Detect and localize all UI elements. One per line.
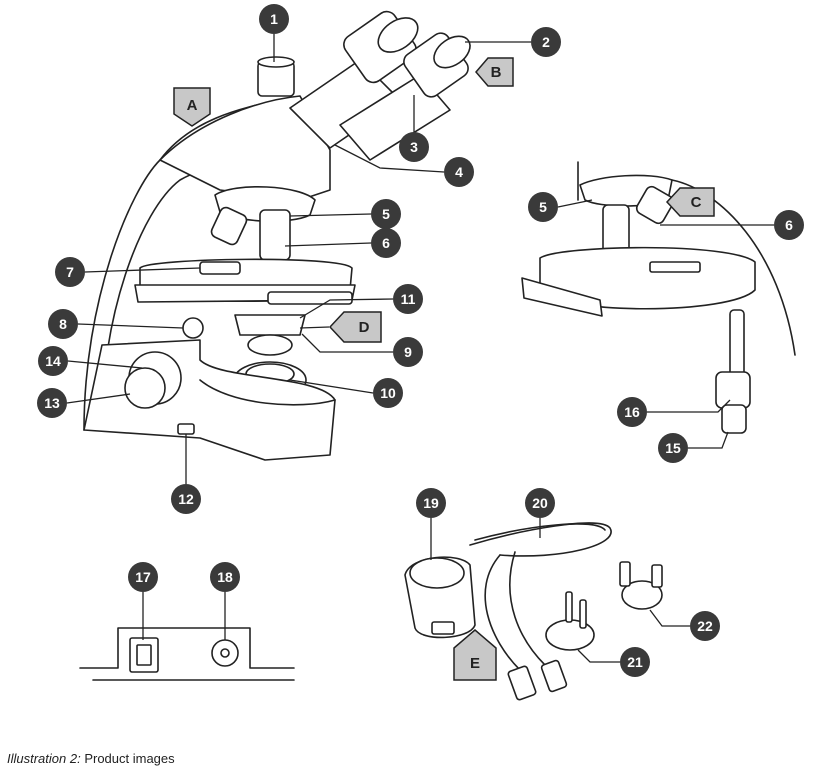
svg-text:20: 20 xyxy=(532,495,548,511)
callout-17: 17 xyxy=(128,562,158,592)
callout-1: 1 xyxy=(259,4,289,34)
svg-text:17: 17 xyxy=(135,569,151,585)
svg-text:13: 13 xyxy=(44,395,60,411)
svg-text:4: 4 xyxy=(455,164,463,180)
svg-text:5: 5 xyxy=(382,206,390,222)
svg-text:14: 14 xyxy=(45,353,61,369)
callout-15: 15 xyxy=(658,433,688,463)
callout-18: 18 xyxy=(210,562,240,592)
callout-5: 5 xyxy=(371,199,401,229)
callout-16: 16 xyxy=(617,397,647,427)
svg-text:6: 6 xyxy=(785,217,793,233)
svg-text:11: 11 xyxy=(401,291,416,307)
callout-11: 11 xyxy=(393,284,423,314)
svg-text:3: 3 xyxy=(410,139,418,155)
svg-text:E: E xyxy=(470,655,480,672)
callout-14: 14 xyxy=(38,346,68,376)
callout-22: 22 xyxy=(690,611,720,641)
callout-5-detail: 5 xyxy=(528,192,558,222)
callout-2: 2 xyxy=(531,27,561,57)
svg-text:22: 22 xyxy=(697,618,713,634)
svg-text:10: 10 xyxy=(380,385,396,401)
svg-text:19: 19 xyxy=(423,495,439,511)
callout-6-detail: 6 xyxy=(774,210,804,240)
svg-text:8: 8 xyxy=(59,316,67,332)
svg-text:12: 12 xyxy=(178,491,194,507)
leader-lines xyxy=(66,34,774,663)
svg-text:9: 9 xyxy=(404,344,412,360)
svg-text:18: 18 xyxy=(217,569,233,585)
letter-tags: A B C D E xyxy=(173,57,715,681)
callout-8: 8 xyxy=(48,309,78,339)
numbered-callouts: 1 2 3 4 5 6 7 8 9 10 11 12 13 14 5 6 15 … xyxy=(37,4,804,677)
caption-label: Illustration 2: xyxy=(7,751,81,766)
svg-text:7: 7 xyxy=(66,264,74,280)
power-supply-drawing xyxy=(404,522,663,701)
tag-d: D xyxy=(328,311,382,343)
caption-text: Product images xyxy=(80,751,175,766)
callout-20: 20 xyxy=(525,488,555,518)
callout-7: 7 xyxy=(55,257,85,287)
svg-text:6: 6 xyxy=(382,235,390,251)
callout-19: 19 xyxy=(416,488,446,518)
svg-text:21: 21 xyxy=(627,654,643,670)
callout-3: 3 xyxy=(399,132,429,162)
svg-text:2: 2 xyxy=(542,34,550,50)
callout-10: 10 xyxy=(373,378,403,408)
svg-text:C: C xyxy=(691,194,702,211)
microscope-main-drawing xyxy=(83,10,471,461)
callout-13: 13 xyxy=(37,388,67,418)
callout-12: 12 xyxy=(171,484,201,514)
svg-text:A: A xyxy=(187,97,198,114)
svg-text:16: 16 xyxy=(624,404,640,420)
callout-21: 21 xyxy=(620,647,650,677)
svg-text:B: B xyxy=(491,64,502,81)
svg-text:D: D xyxy=(359,319,370,336)
rear-panel-drawing xyxy=(79,627,295,681)
svg-text:1: 1 xyxy=(270,11,278,27)
tag-e: E xyxy=(453,629,497,681)
svg-text:5: 5 xyxy=(539,199,547,215)
callout-6: 6 xyxy=(371,228,401,258)
tag-c: C xyxy=(665,187,715,217)
tag-b: B xyxy=(475,57,514,87)
figure-caption: Illustration 2: Product images xyxy=(7,751,175,766)
svg-text:15: 15 xyxy=(665,440,681,456)
stage-detail-drawing xyxy=(521,161,796,434)
callout-9: 9 xyxy=(393,337,423,367)
callout-4: 4 xyxy=(444,157,474,187)
tag-a: A xyxy=(173,87,211,127)
